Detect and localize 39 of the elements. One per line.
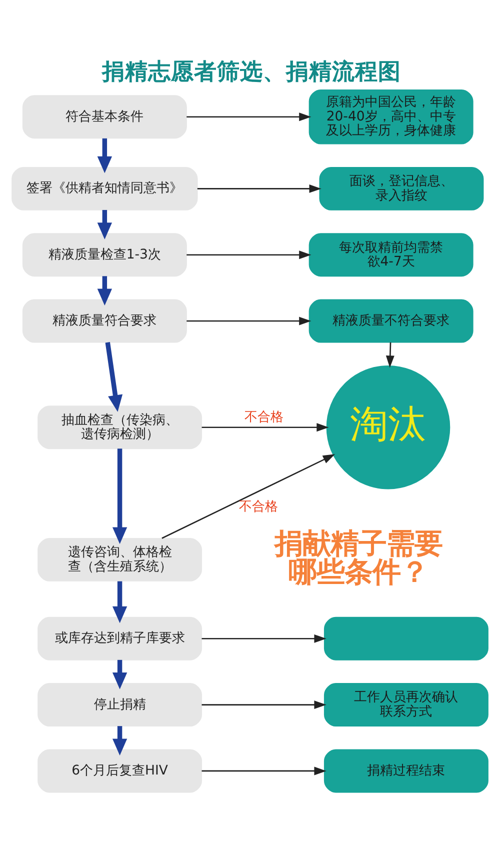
arrow (112, 581, 128, 624)
arrow (97, 210, 112, 240)
edge-label: 不合格 (238, 500, 278, 515)
arrow (202, 423, 329, 432)
node-box: 面谈，登记信息、录入指纹 (319, 166, 484, 210)
node-box (324, 616, 488, 660)
edge-label: 不合格 (244, 410, 284, 425)
arrow (112, 726, 128, 756)
node-box: 工作人员再次确认联系方式 (324, 683, 488, 727)
label: 捐献精子需要哪些条件？ (274, 527, 442, 588)
arrow (186, 112, 312, 122)
arrow (186, 250, 312, 260)
arrow (186, 316, 312, 326)
arrow (386, 342, 394, 368)
arrow (162, 454, 336, 539)
node-circle: 淘汰 (326, 365, 450, 490)
arrow (97, 138, 112, 174)
arrow (197, 184, 322, 193)
arrow (202, 634, 326, 643)
node-box: 符合基本条件 (22, 95, 187, 139)
node-box: 或库存达到精子库要求 (38, 616, 202, 660)
diagram-title: 捐精志愿者筛选、捐精流程图 (102, 58, 402, 85)
arrow (97, 276, 112, 306)
arrow (112, 448, 128, 544)
arrow (202, 766, 326, 776)
arrow (105, 342, 123, 412)
node-box: 6个月后复查HIV (38, 749, 202, 793)
node-box: 签署《供精者知情同意书》 (12, 166, 198, 210)
arrow (202, 700, 326, 710)
node-box: 遗传咨询、体格检查（含生殖系统） (38, 538, 202, 582)
node-box: 原籍为中国公民，年龄20-40岁，高中、中专及以上学历，身体健康 (308, 89, 474, 144)
node-box: 捐精过程结束 (324, 749, 488, 793)
node-box: 每次取精前均需禁欲4-7天 (308, 233, 474, 277)
arrow (112, 660, 128, 690)
node-box: 停止捐精 (38, 683, 202, 727)
node-box: 抽血检查（传染病、遗传病检测） (38, 406, 202, 450)
node-box: 精液质量符合要求 (22, 299, 187, 343)
node-box: 精液质量不符合要求 (308, 299, 474, 343)
node-box: 精液质量检查1-3次 (22, 233, 187, 277)
